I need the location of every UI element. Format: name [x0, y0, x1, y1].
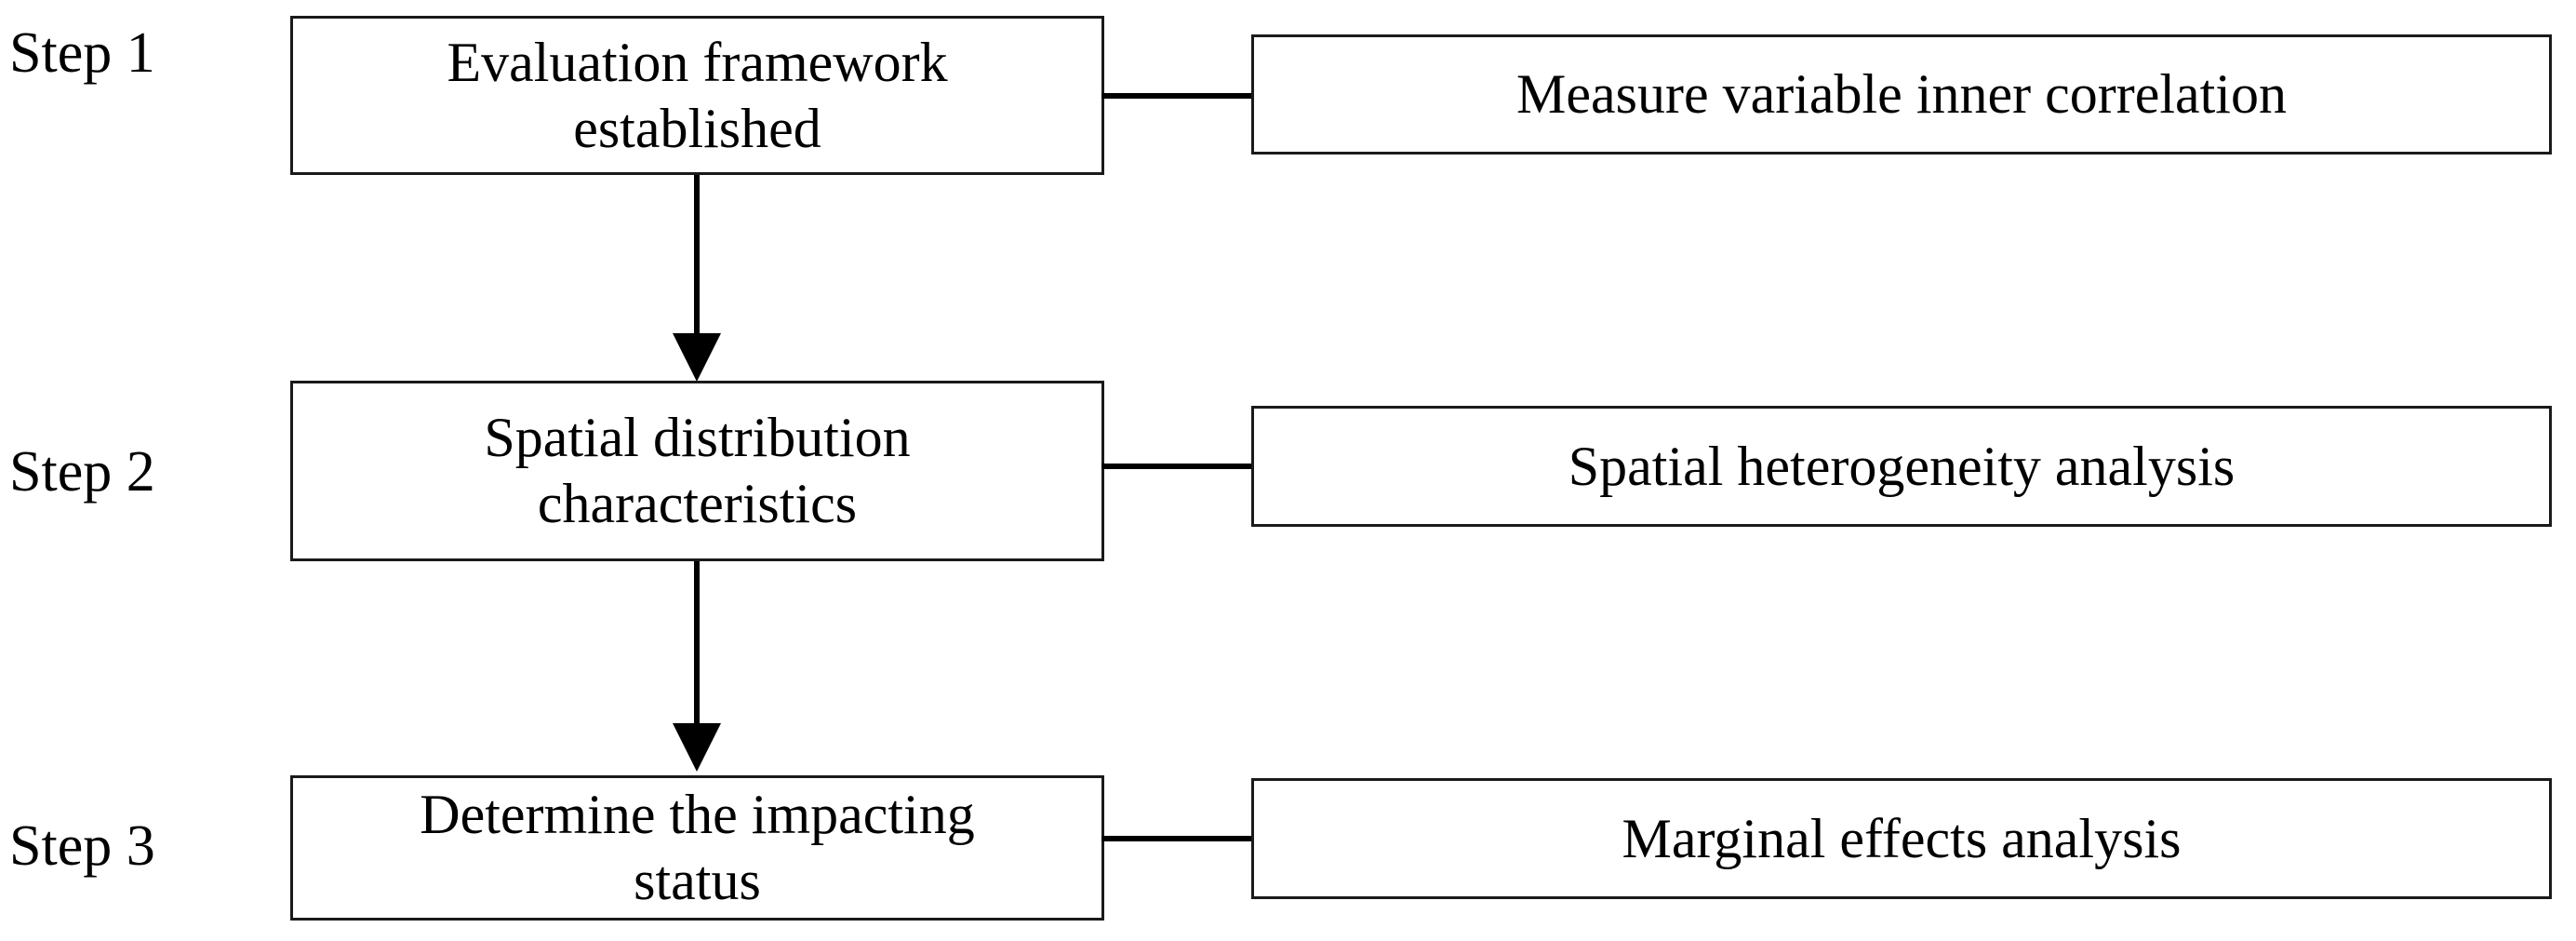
node-line-1: Determine the impacting	[420, 784, 975, 846]
node-line-1: Spatial distribution	[484, 407, 911, 469]
node-line-2: characteristics	[537, 473, 858, 534]
arrow-head-step1-to-step2	[673, 333, 721, 382]
arrow-head-step2-to-step3	[673, 723, 721, 772]
node-box-step2-secondary-label: Spatial heterogeneity analysis	[1568, 435, 2236, 497]
connector-step2	[1101, 464, 1254, 469]
node-box-step3-secondary[interactable]: Marginal effects analysis	[1251, 778, 2552, 899]
arrow-shaft-step2-to-step3	[694, 561, 700, 727]
node-box-step1-secondary[interactable]: Measure variable inner correlation	[1251, 34, 2552, 155]
node-box-step2-secondary[interactable]: Spatial heterogeneity analysis	[1251, 406, 2552, 527]
step-label-2: Step 2	[9, 440, 155, 504]
node-line-2: status	[634, 850, 761, 911]
node-line-2: established	[573, 97, 821, 159]
arrow-shaft-step1-to-step2	[694, 175, 700, 337]
node-box-step3-secondary-label: Marginal effects analysis	[1622, 807, 2182, 869]
step-label-3: Step 3	[9, 814, 155, 878]
connector-step1	[1101, 93, 1254, 99]
step-label-1: Step 1	[9, 21, 155, 85]
connector-step3	[1101, 836, 1254, 841]
node-line-1: Evaluation framework	[447, 31, 948, 93]
node-box-step1-secondary-label: Measure variable inner correlation	[1516, 63, 2287, 126]
